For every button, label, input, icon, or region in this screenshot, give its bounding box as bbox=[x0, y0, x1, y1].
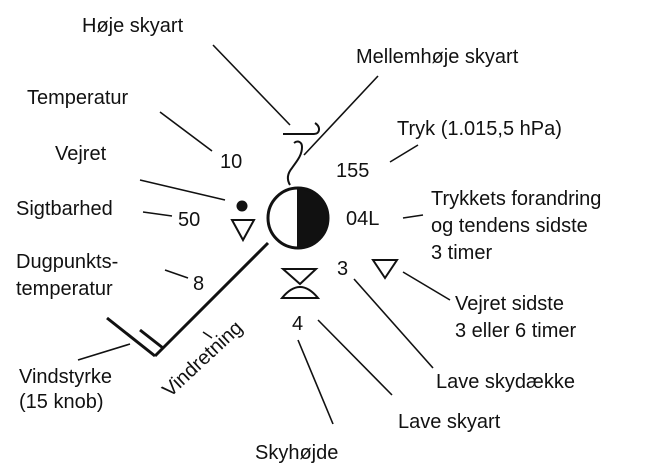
label-sigtbarhed: Sigtbarhed bbox=[16, 198, 113, 220]
leader-lave-skyart bbox=[317, 319, 393, 396]
label-hoeje-skyart: Høje skyart bbox=[82, 15, 184, 37]
label-trykkets-forandring-2: og tendens sidste bbox=[431, 215, 588, 237]
leader-vindretning bbox=[202, 331, 213, 339]
middle-cloud-symbol bbox=[286, 140, 304, 186]
label-dugpunkt-1: Dugpunkts- bbox=[16, 251, 118, 273]
label-trykkets-forandring-3: 3 timer bbox=[431, 242, 492, 264]
leader-sigtbarhed bbox=[142, 211, 173, 217]
leader-tryk bbox=[389, 144, 419, 163]
leader-vindstyrke bbox=[77, 343, 131, 361]
leader-dugpunkt bbox=[164, 269, 189, 279]
label-vejret-sidste-2: 3 eller 6 timer bbox=[455, 320, 576, 342]
station-circle bbox=[266, 186, 330, 250]
wind-barb-full bbox=[106, 316, 156, 358]
wind-shaft bbox=[153, 241, 270, 358]
wind-barb-half bbox=[139, 328, 164, 350]
label-dugpunkt-2: temperatur bbox=[16, 278, 113, 300]
pressure-tendency-value: 04L bbox=[346, 208, 379, 230]
label-lave-skydaekke: Lave skydække bbox=[436, 371, 575, 393]
cloud-cover-fill bbox=[298, 188, 328, 248]
low-cloud-symbol bbox=[279, 268, 321, 299]
high-cloud-symbol bbox=[283, 122, 320, 135]
leader-vejret-sidste bbox=[402, 271, 451, 301]
wind-barb bbox=[106, 241, 270, 358]
leader-mellemhoeje-skyart bbox=[303, 75, 379, 156]
label-lave-skyart: Lave skyart bbox=[398, 411, 501, 433]
leader-trykkets-forandring bbox=[402, 214, 424, 219]
pressure-value: 155 bbox=[336, 160, 369, 182]
weather-triangle-icon bbox=[230, 219, 256, 243]
weather-dot-icon bbox=[236, 200, 248, 212]
leader-temperatur bbox=[159, 111, 213, 152]
label-trykkets-forandring-1: Trykkets forandring bbox=[431, 188, 601, 210]
low-cloud-lower-icon bbox=[279, 286, 321, 299]
label-tryk: Tryk (1.015,5 hPa) bbox=[397, 118, 562, 140]
label-temperatur: Temperatur bbox=[27, 87, 128, 109]
dewpoint-value: 8 bbox=[193, 273, 204, 295]
leader-hoeje-skyart bbox=[212, 44, 291, 126]
leader-lines bbox=[77, 44, 451, 425]
past-weather-symbol bbox=[371, 259, 399, 280]
label-vejret: Vejret bbox=[55, 143, 107, 165]
leader-lave-skydaekke bbox=[353, 278, 434, 369]
label-mellemhoeje-skyart: Mellemhøje skyart bbox=[356, 46, 519, 68]
low-cloud-cover-value: 3 bbox=[337, 258, 348, 280]
visibility-value: 50 bbox=[178, 209, 200, 231]
label-vejret-sidste-1: Vejret sidste bbox=[455, 293, 564, 315]
low-cloud-upper-icon bbox=[280, 268, 319, 286]
temperature-value: 10 bbox=[220, 151, 242, 173]
label-vindstyrke-1: Vindstyrke bbox=[19, 366, 112, 388]
present-weather-symbol bbox=[230, 200, 256, 243]
cloud-height-value: 4 bbox=[292, 313, 303, 335]
label-vindstyrke-2: (15 knob) bbox=[19, 391, 104, 413]
label-vindretning: Vindretning bbox=[158, 317, 247, 402]
leader-skyhoejde bbox=[297, 339, 334, 425]
label-skyhoejde: Skyhøjde bbox=[255, 442, 338, 464]
leader-vejret bbox=[139, 179, 226, 201]
